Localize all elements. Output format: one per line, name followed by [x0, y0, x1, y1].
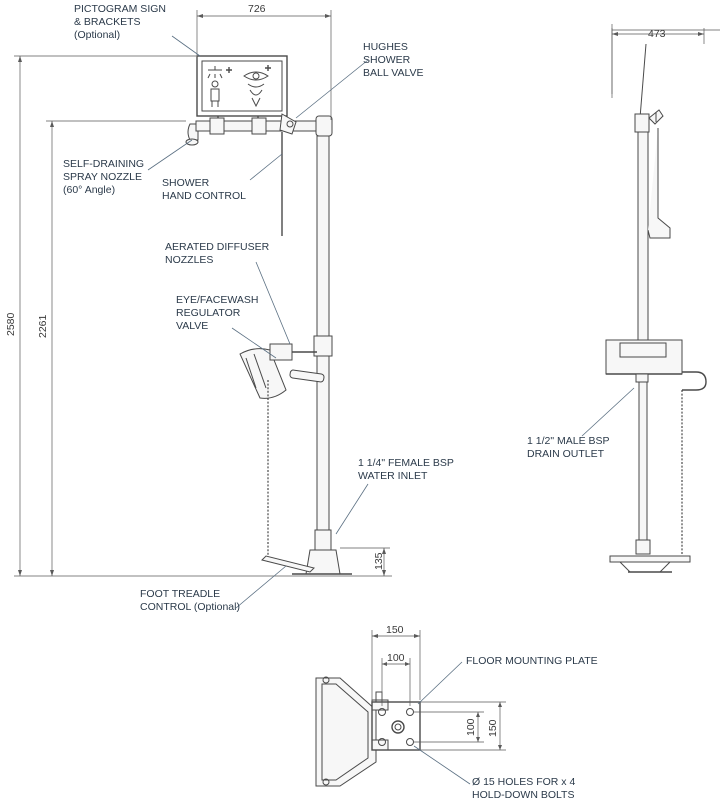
dim-height-inlet: 135	[373, 552, 385, 570]
shower-pictogram-icon	[207, 66, 232, 107]
dim-width-front: 726	[248, 3, 266, 15]
dim-height-shower: 2261	[37, 314, 49, 338]
dim-plate-outer-v: 150	[487, 719, 499, 737]
label-ball-valve: HUGHES SHOWER BALL VALVE	[363, 41, 424, 79]
pictogram-sign	[196, 55, 288, 117]
dim-plate-inner-h: 100	[387, 652, 405, 664]
dim-width-side: 473	[648, 28, 666, 40]
label-spray-nozzle: SELF-DRAINING SPRAY NOZZLE (60° Angle)	[63, 158, 147, 196]
label-regulator: EYE/FACEWASH REGULATOR VALVE	[176, 294, 261, 332]
label-holes: Ø 15 HOLES FOR x 4 HOLD-DOWN BOLTS	[472, 776, 578, 801]
floor-plate-view	[315, 676, 421, 787]
eyewash-pictogram-icon	[243, 65, 271, 108]
dim-height-total: 2580	[5, 312, 17, 336]
side-view: 473	[581, 24, 720, 573]
front-dimensions: 726 2580 2261 135	[5, 3, 392, 577]
floor-mounting-plate	[371, 701, 421, 751]
front-leaders	[147, 35, 369, 609]
front-view	[185, 55, 352, 575]
label-floor-plate: FLOOR MOUNTING PLATE	[466, 655, 598, 667]
dim-plate-inner-v: 100	[465, 718, 477, 736]
label-water-inlet: 1 1/4" FEMALE BSP WATER INLET	[358, 457, 457, 482]
label-diffuser: AERATED DIFFUSER NOZZLES	[165, 241, 272, 266]
label-hand-control: SHOWER HAND CONTROL	[162, 177, 246, 202]
label-foot-treadle: FOOT TREADLE CONTROL (Optional)	[140, 588, 240, 613]
label-pictogram: PICTOGRAM SIGN & BRACKETS (Optional)	[74, 3, 169, 41]
dim-plate-outer-h: 150	[386, 624, 404, 636]
floor-plate-dimensions: 150 100 100 150	[371, 624, 506, 751]
label-drain-outlet: 1 1/2" MALE BSP DRAIN OUTLET	[527, 435, 612, 460]
